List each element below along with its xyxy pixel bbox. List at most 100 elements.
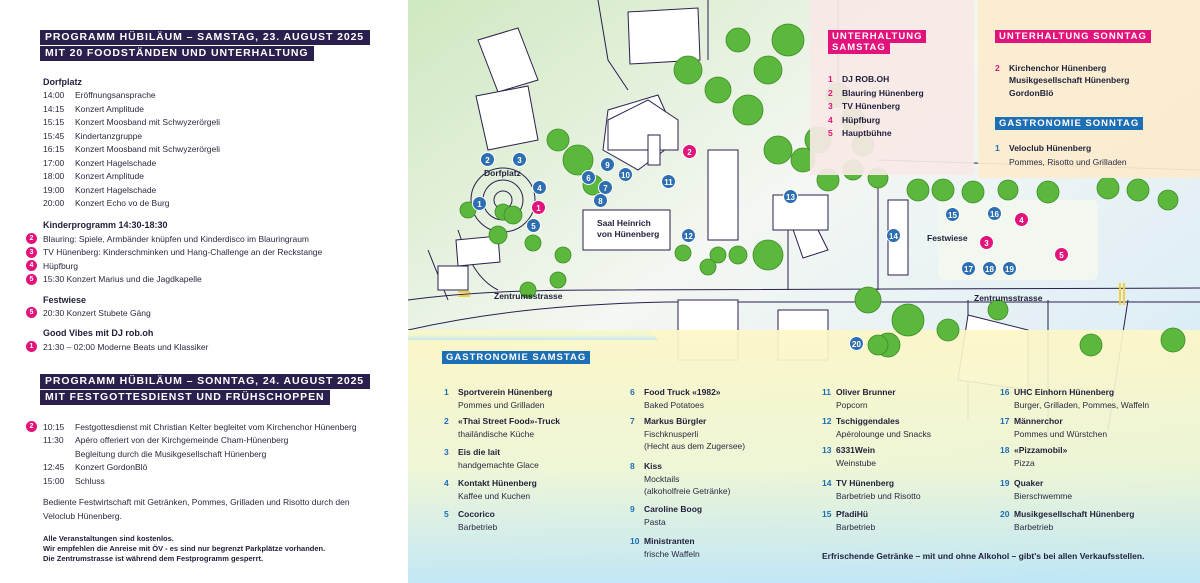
gastro-item-desc: Baked Potatoes [644, 400, 705, 410]
gastro-item-number: 16 [1000, 387, 1010, 397]
goodvibes-row: 21:30 – 02:00 Moderne Beats und Klassike… [43, 341, 209, 352]
row-text: Festgottesdienst mit Christian Kelter be… [75, 421, 357, 432]
event-marker: 3 [26, 246, 37, 258]
row-text: Apéro offeriert von der Kirchgemeinde Ch… [75, 435, 289, 445]
unterhaltung-samstag-item: 2 Blauring Hünenberg [828, 88, 924, 98]
map-pin-entertainment: 1 [531, 200, 546, 215]
row-time: 16:15 [43, 144, 65, 154]
festival-map: Dorfplatz Saal Heinrich von Hünenberg Fe… [408, 0, 1200, 583]
map-label-zentrumsstrasse-2: Zentrumsstrasse [974, 293, 1043, 303]
gastro-item-title: «Thai Street Food»-Truck [458, 416, 561, 426]
gastronomie-sonntag-name: Veloclub Hünenberg [1009, 143, 1092, 153]
program-panel: PROGRAMM HÜBILÄUM – SAMSTAG, 23. AUGUST … [0, 0, 408, 583]
gastro-item-number: 8 [630, 461, 635, 471]
gastro-item-name: 12 Tschiggendales [822, 416, 900, 426]
note-road-closed: Die Zentrumstrasse ist während dem Festp… [43, 554, 264, 563]
row-text: Konzert Moosband mit Schwyzerörgeli [75, 117, 221, 127]
unterhaltung-sonntag-line-2: Musikgesellschaft Hünenberg [1009, 75, 1130, 85]
event-marker: 2 [26, 233, 37, 244]
gastronomie-samstag-title: GASTRONOMIE SAMSTAG [442, 351, 591, 364]
row-text: Konzert Echo vo de Burg [75, 198, 170, 208]
gastro-item-desc: Burger, Grilladen, Pommes, Waffeln [1014, 400, 1150, 410]
gastro-item-number: 7 [630, 416, 635, 426]
gastro-item-title: Cocorico [458, 509, 495, 519]
saturday-header: PROGRAMM HÜBILÄUM – SAMSTAG, 23. AUGUST … [40, 30, 371, 45]
gastro-item-number: 9 [630, 504, 635, 514]
row-time: 18:00 [43, 171, 65, 181]
gastro-item-number: 5 [444, 509, 449, 519]
gastro-item-title: Ministranten [644, 536, 695, 546]
gastro-item-desc: handgemachte Glace [458, 460, 539, 470]
unterhaltung-sonntag-line-3: GordonBlö [1009, 88, 1054, 98]
unterhaltung-samstag-title-1: UNTERHALTUNG [828, 30, 927, 43]
map-pin-entertainment: 2 [682, 144, 697, 159]
row-time: 10:15 [43, 421, 65, 432]
row-text: Eröffnungsansprache [75, 90, 156, 100]
item-name: Blauring Hünenberg [842, 87, 924, 98]
row-text: Schluss [75, 475, 105, 486]
gastro-item-number: 14 [822, 478, 832, 488]
map-label-saal-1: Saal Heinrich [597, 218, 651, 228]
row-text: Kindertanzgruppe [75, 130, 143, 141]
gastro-item-title: Tschiggendales [836, 416, 900, 426]
gastro-item-title: «Pizzamobil» [1014, 445, 1068, 455]
map-pin-entertainment: 3 [979, 235, 994, 250]
gastro-item-desc: Kaffee und Kuchen [458, 491, 531, 501]
item-name: DJ ROB.OH [842, 74, 890, 84]
saturday-subheader: MIT 20 FOODSTÄNDEN UND UNTERHALTUNG [40, 46, 315, 61]
map-pin-gastro: 11 [661, 174, 676, 189]
kinder-row: Hüpfburg [43, 260, 78, 271]
gastro-item-name: 18«Pizzamobil» [1000, 445, 1067, 455]
gastro-item-name: 16 UHC Einhorn Hünenberg [1000, 387, 1114, 397]
map-label-zentrumsstrasse-1: Zentrumsstrasse [494, 291, 563, 301]
gastro-item-title: Männerchor [1014, 416, 1063, 426]
festwiese-title: Festwiese [43, 295, 87, 305]
event-marker: 4 [26, 260, 37, 272]
map-label-festwiese: Festwiese [927, 233, 968, 243]
item-number: 2 [828, 87, 833, 98]
gastro-item-desc: (Hecht aus dem Zugersee) [644, 441, 746, 451]
map-pin-gastro: 13 [783, 189, 798, 204]
unterhaltung-sonntag-number: 2 [995, 63, 1000, 73]
map-pin-gastro: 3 [512, 152, 527, 167]
gastro-item-desc: Popcorn [836, 400, 868, 410]
map-pin-gastro: 9 [600, 157, 615, 172]
row-time: 17:00 [43, 157, 65, 168]
item-name: TV Hünenberg [842, 101, 901, 111]
kinder-row: 15:30 Konzert Marius und die Jagdkapelle [43, 274, 202, 285]
gastronomie-sonntag-title: GASTRONOMIE SONNTAG [995, 117, 1144, 130]
gastro-item-desc: Barbetrieb [458, 522, 498, 532]
row-text: Konzert Amplitude [75, 103, 144, 114]
gastro-item-number: 12 [822, 416, 832, 426]
row-text: Konzert GordonBlö [75, 462, 148, 472]
gastro-item-number: 2 [444, 416, 449, 426]
map-pin-gastro: 4 [532, 180, 547, 195]
map-background [408, 0, 1200, 583]
gastro-item-title: UHC Einhorn Hünenberg [1014, 387, 1115, 397]
gastro-item-number: 3 [444, 447, 449, 457]
event-marker: 5 [26, 307, 37, 318]
gastro-item-title: 6331Wein [836, 445, 876, 455]
map-pin-gastro: 16 [987, 206, 1002, 221]
gastro-item-desc: Pasta [644, 517, 666, 527]
map-pin-gastro: 17 [961, 261, 976, 276]
gastro-item-title: Eis die lait [458, 447, 501, 457]
gastro-item-number: 1 [444, 387, 449, 397]
kinder-row: Blauring: Spiele, Armbänder knüpfen und … [43, 233, 310, 244]
festwiese-row: 20:30 Konzert Stubete Gäng [43, 307, 151, 318]
